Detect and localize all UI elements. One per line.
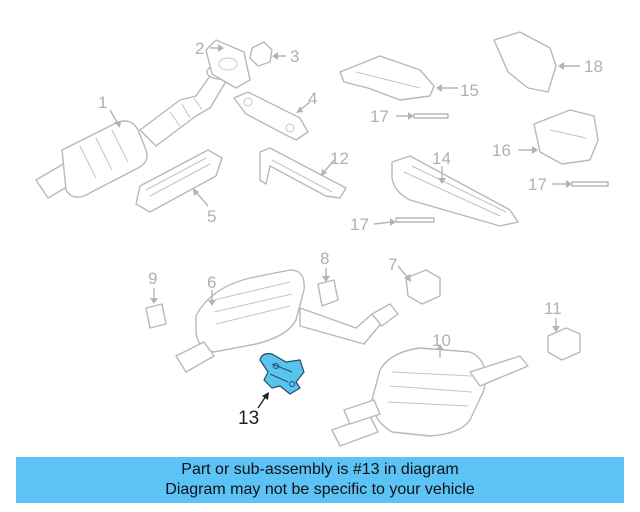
callout-4: 4 xyxy=(308,89,317,108)
callout-3: 3 xyxy=(290,47,299,66)
callout-labels: 1 2 3 4 5 6 7 8 9 10 11 12 13 14 15 16 1… xyxy=(98,39,603,429)
callout-15: 15 xyxy=(460,81,479,100)
callout-12: 12 xyxy=(330,149,349,168)
part-16-heat-shield[interactable] xyxy=(533,109,599,165)
part-12-bracket[interactable] xyxy=(259,147,347,199)
callout-16: 16 xyxy=(492,141,511,160)
callout-7: 7 xyxy=(388,255,397,274)
callout-17b: 17 xyxy=(350,215,369,234)
part-15-heat-shield[interactable] xyxy=(339,55,435,101)
part-14-heat-shield[interactable] xyxy=(391,155,519,227)
part-13-bracket-highlighted[interactable] xyxy=(259,353,305,395)
callout-6: 6 xyxy=(207,273,216,292)
leader-lines xyxy=(109,44,580,409)
part-11-clamp[interactable] xyxy=(547,327,581,361)
banner-line-2: Diagram may not be specific to your vehi… xyxy=(165,481,475,498)
callout-17c: 17 xyxy=(528,175,547,194)
callout-8: 8 xyxy=(320,249,329,268)
callout-9: 9 xyxy=(148,269,157,288)
parts-diagram: 1 2 3 4 5 6 7 8 9 10 11 12 13 14 15 16 1… xyxy=(35,31,609,447)
part-7-clamp[interactable] xyxy=(405,269,441,305)
part-9-hanger[interactable] xyxy=(145,303,167,329)
callout-18: 18 xyxy=(584,57,603,76)
callout-13: 13 xyxy=(238,408,259,429)
part-6-center-muffler[interactable] xyxy=(175,269,399,373)
callout-17a: 17 xyxy=(370,107,389,126)
callout-14: 14 xyxy=(432,149,451,168)
part-8-hanger[interactable] xyxy=(317,279,339,307)
callout-5: 5 xyxy=(207,207,216,226)
part-18-heat-shield[interactable] xyxy=(493,31,557,93)
part-10-rear-muffler[interactable] xyxy=(331,347,529,447)
banner-line-1: Part or sub-assembly is #13 in diagram xyxy=(181,461,459,478)
callout-10: 10 xyxy=(432,331,451,350)
part-17-clip[interactable] xyxy=(395,113,609,223)
part-4-bracket[interactable] xyxy=(233,91,309,141)
info-banner: Part or sub-assembly is #13 in diagram D… xyxy=(16,457,624,503)
part-2-gasket[interactable] xyxy=(205,39,251,89)
callout-11: 11 xyxy=(544,299,562,318)
part-3-nut[interactable] xyxy=(249,41,273,67)
callout-2: 2 xyxy=(195,39,204,58)
part-5-heat-shield[interactable] xyxy=(135,149,223,213)
callout-1: 1 xyxy=(98,93,107,112)
